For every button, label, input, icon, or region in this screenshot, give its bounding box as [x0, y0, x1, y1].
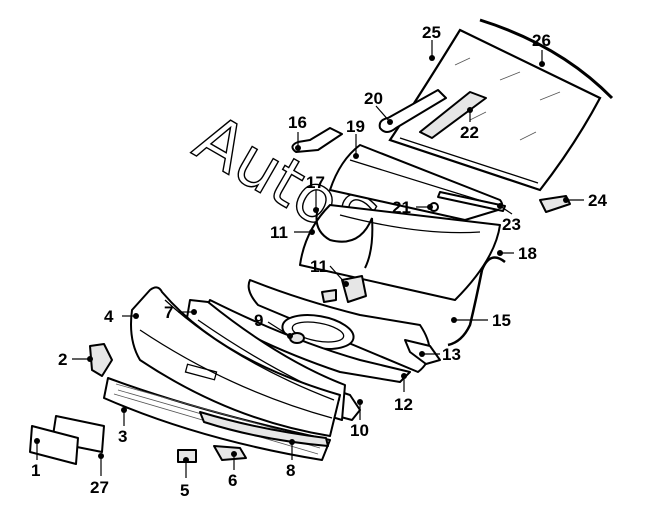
callout-10: 10 — [350, 399, 369, 440]
callout-7: 7 — [164, 303, 197, 322]
callout-26: 26 — [532, 31, 551, 67]
grille-panel — [247, 279, 431, 373]
front-bumper-cover — [130, 286, 341, 437]
callout-label: 8 — [286, 461, 295, 480]
callout-label: 1 — [31, 461, 40, 480]
callout-label: 11 — [310, 257, 328, 276]
side-trim-piece — [539, 195, 571, 213]
callout-label: 10 — [350, 421, 369, 440]
callout-18: 18 — [497, 244, 537, 263]
callout-label: 15 — [492, 311, 511, 330]
callout-label: 22 — [460, 123, 479, 142]
callout-3: 3 — [118, 407, 127, 446]
callout-22: 22 — [460, 107, 479, 142]
callout-label: 25 — [422, 23, 441, 42]
callout-label: 13 — [442, 345, 461, 364]
washer-hose — [315, 207, 374, 269]
callout-16: 16 — [288, 113, 307, 151]
callout-6: 6 — [228, 451, 237, 490]
callout-27: 27 — [90, 453, 109, 497]
callout-label: 4 — [104, 307, 114, 326]
callout-label: 27 — [90, 478, 109, 497]
hood-panel — [299, 204, 501, 301]
callout-17: 17 — [306, 173, 325, 213]
rear-view-mirror — [378, 89, 447, 133]
callout-25: 25 — [422, 23, 441, 61]
hood-lock — [321, 275, 367, 303]
callout-label: 17 — [306, 173, 325, 192]
callout-24: 24 — [563, 191, 607, 210]
callout-11b: 11 — [310, 257, 349, 287]
callout-label: 19 — [346, 117, 365, 136]
callout-9: 9 — [254, 311, 293, 339]
callout-label: 7 — [164, 303, 173, 322]
license-plate — [29, 425, 79, 465]
callout-15: 15 — [451, 311, 511, 330]
callout-label: 18 — [518, 244, 537, 263]
callout-label: 20 — [364, 89, 383, 108]
lower-spoiler — [199, 411, 329, 447]
tow-hook-cover — [213, 445, 247, 461]
callout-4: 4 — [104, 307, 139, 326]
callout-label: 9 — [254, 311, 263, 330]
roof-edge-strip — [479, 18, 614, 100]
callout-12: 12 — [394, 373, 413, 414]
callout-20: 20 — [364, 89, 393, 125]
callout-label: 23 — [502, 215, 521, 234]
callout-23: 23 — [497, 203, 521, 234]
sun-trim-strip — [419, 91, 487, 139]
callout-13: 13 — [419, 345, 461, 364]
callout-5: 5 — [180, 457, 189, 500]
callout-label: 2 — [58, 350, 67, 369]
callout-label: 11 — [270, 223, 288, 242]
callout-8: 8 — [286, 439, 295, 480]
callout-label: 24 — [588, 191, 607, 210]
callout-label: 21 — [392, 198, 411, 217]
callout-21: 21 — [392, 198, 433, 217]
fog-lamp-bracket — [89, 343, 113, 377]
callout-label: 16 — [288, 113, 307, 132]
callout-label: 5 — [180, 481, 189, 500]
callout-11a: 11 — [270, 223, 315, 242]
callout-label: 3 — [118, 427, 127, 446]
callout-label: 6 — [228, 471, 237, 490]
callout-19: 19 — [346, 117, 365, 159]
callout-1: 1 — [31, 438, 40, 480]
windshield — [388, 28, 602, 192]
release-cable — [447, 256, 506, 347]
windshield-moulding — [437, 191, 506, 212]
callout-label: 12 — [394, 395, 413, 414]
callout-label: 26 — [532, 31, 551, 50]
callout-2: 2 — [58, 350, 93, 369]
